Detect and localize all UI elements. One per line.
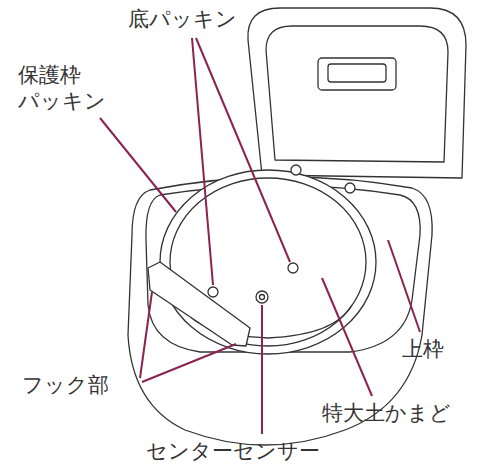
center-sensor — [256, 291, 268, 303]
leader-line — [388, 240, 420, 332]
leader-line — [142, 344, 236, 382]
protective-frame — [160, 170, 376, 354]
leader-line — [192, 38, 213, 285]
lid-inner — [266, 26, 448, 162]
hook-plate — [148, 262, 250, 346]
part-label: 底パッキン — [128, 6, 237, 32]
bottom-gasket — [288, 263, 298, 273]
part-label: 特大土かまど — [322, 400, 451, 426]
part-label: 上枠 — [402, 336, 444, 362]
lid-handle — [318, 58, 396, 90]
part-label: 保護枠 パッキン — [18, 62, 112, 115]
part-label: フック部 — [22, 372, 109, 398]
part-label: センターセンサー — [146, 438, 320, 464]
leader-line — [261, 305, 263, 434]
leader-line — [322, 278, 372, 396]
center-sensor-core — [260, 295, 265, 300]
lid-handle-inner — [328, 64, 386, 82]
bottom-gasket — [208, 287, 218, 297]
leader-line — [196, 38, 290, 262]
lid-outer — [248, 8, 466, 178]
leader-line — [140, 292, 152, 378]
hinge-dot — [345, 183, 355, 193]
hinge-dot — [291, 165, 301, 175]
leader-line — [100, 118, 176, 212]
